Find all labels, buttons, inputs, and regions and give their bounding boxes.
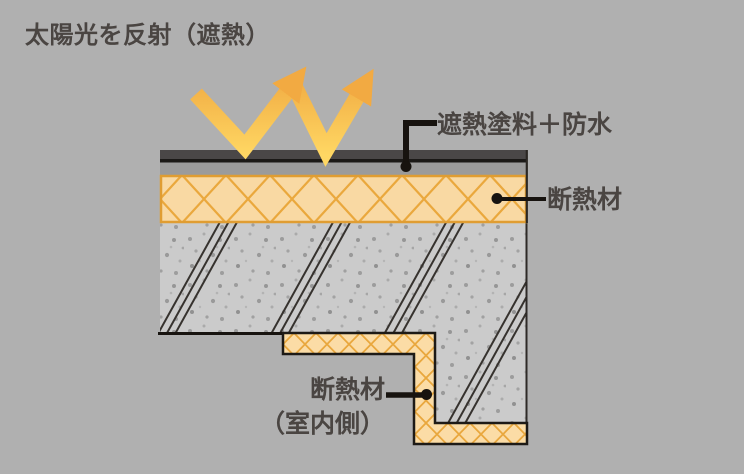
interior-insulation-leader-dot xyxy=(421,389,432,400)
sunlight-reflection-arrows-icon xyxy=(190,66,374,167)
sunlight-arrow-left xyxy=(190,66,307,160)
insulation-label: 断熱材 xyxy=(547,186,623,214)
coating-layer xyxy=(160,150,527,159)
insulation-layer xyxy=(159,174,528,224)
coating-leader-line xyxy=(403,120,437,162)
leader-lines xyxy=(386,120,546,400)
coating-label: 遮熱塗料＋防水 xyxy=(437,111,613,139)
insulation-leader-dot xyxy=(491,193,503,204)
interior-insulation-layer xyxy=(281,331,529,446)
interior-insulation-label: 断熱材 （室内側） xyxy=(150,373,385,441)
diagram-title: 太陽光を反射（遮熱） xyxy=(25,22,270,49)
roof-layer-assembly xyxy=(159,150,528,224)
interior-insulation-label-line2: （室内側） xyxy=(259,410,385,438)
waterproof-layer xyxy=(160,162,527,175)
sunlight-arrow-right xyxy=(287,68,374,167)
coating-underline xyxy=(160,159,527,163)
interior-insulation-label-line1: 断熱材 xyxy=(309,376,385,404)
coating-leader-dot xyxy=(400,161,412,172)
